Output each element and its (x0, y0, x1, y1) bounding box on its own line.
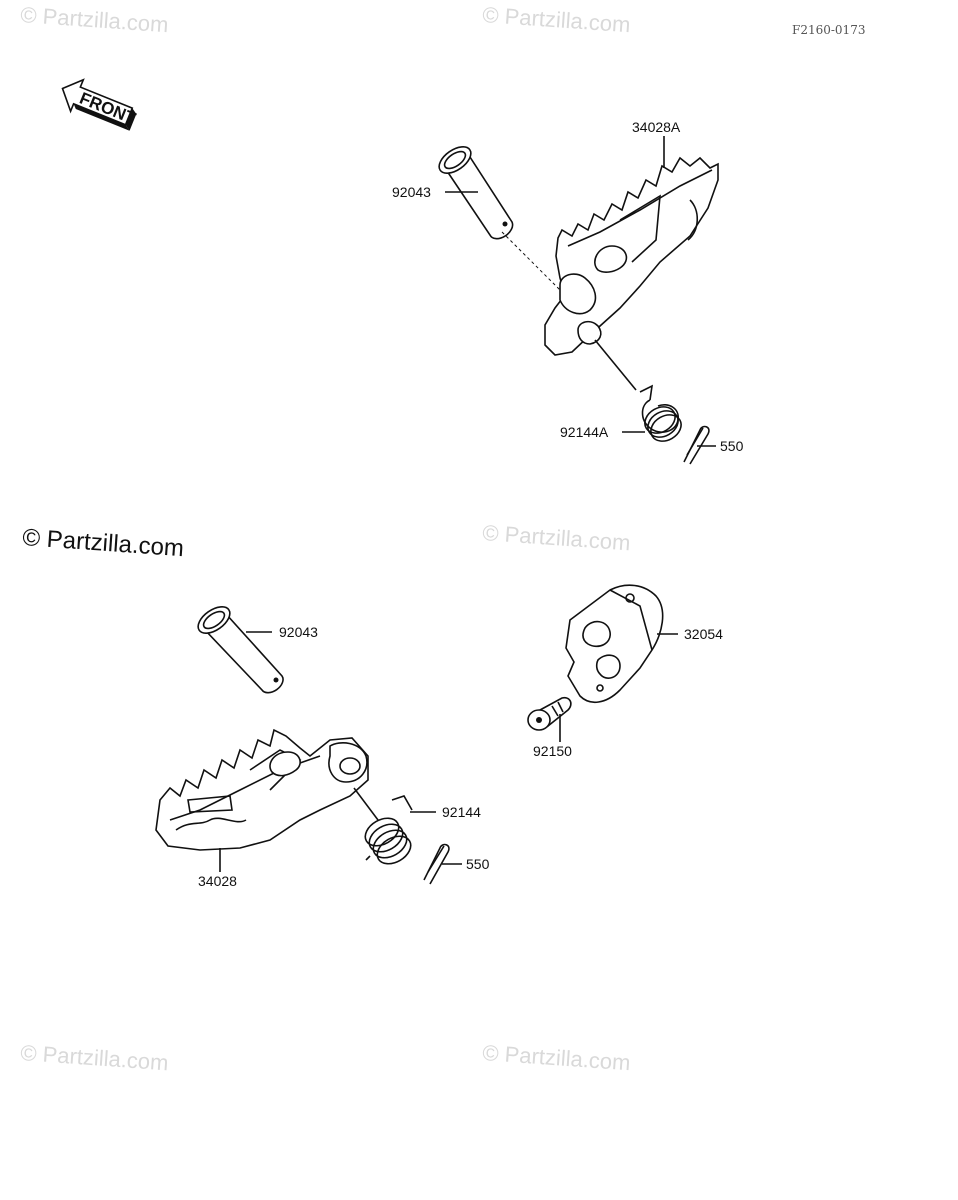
label-footpeg-right: 34028 (198, 873, 237, 889)
bracket-icon (565, 584, 664, 703)
cotter-pin-bottom-icon (423, 843, 450, 885)
pin-top-icon (438, 146, 514, 240)
label-spring-top: 92144A (560, 424, 609, 440)
label-bracket: 32054 (684, 626, 723, 642)
watermark: © Partzilla.com (20, 2, 170, 37)
watermark: © Partzilla.com (20, 1040, 170, 1075)
footpeg-top-icon (544, 156, 719, 356)
watermark: © Partzilla.com (482, 1040, 632, 1075)
bolt-icon (527, 696, 572, 731)
label-footpeg-left: 34028A (632, 119, 681, 135)
watermark: © Partzilla.com (482, 2, 632, 37)
leader-lines (219, 136, 716, 872)
spring-bottom-icon (364, 795, 413, 865)
label-cotter-bottom: 550 (466, 856, 490, 872)
label-bolt: 92150 (533, 743, 572, 759)
label-pin-bottom: 92043 (279, 624, 318, 640)
label-spring-bottom: 92144 (442, 804, 481, 820)
spring-top-icon (639, 384, 682, 442)
pin-bottom-icon (197, 606, 284, 694)
label-pin-top: 92043 (392, 184, 431, 200)
front-label: FRONT (77, 89, 139, 129)
diagram-code: F2160-0173 (792, 23, 865, 37)
label-cotter-top: 550 (720, 438, 744, 454)
footpeg-bottom-icon (155, 728, 369, 851)
watermarks: © Partzilla.com © Partzilla.com © Partzi… (20, 2, 632, 1075)
front-arrow-icon: FRONT (61, 78, 139, 131)
watermark-main: © Partzilla.com (22, 524, 185, 562)
cotter-pin-top-icon (683, 425, 710, 465)
watermark: © Partzilla.com (482, 520, 632, 555)
